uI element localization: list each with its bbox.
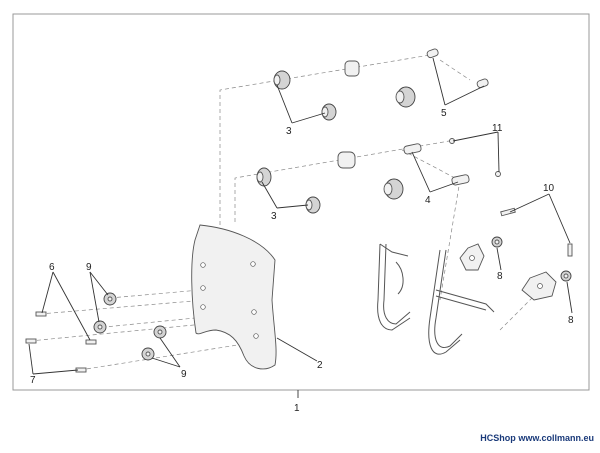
damper-upper-mid <box>321 103 337 121</box>
callout-9-upper: 9 <box>86 262 92 273</box>
assembly-frame <box>12 13 590 391</box>
damper-row2-right <box>383 178 404 200</box>
sleeve-4-upper <box>403 143 422 155</box>
screw-7-a <box>25 338 37 344</box>
shop-url: www.collmann.eu <box>518 433 594 443</box>
shop-name: HCShop <box>480 433 516 443</box>
callout-8-upper: 8 <box>497 271 503 282</box>
callout-4: 4 <box>425 195 431 206</box>
washer-11-b <box>495 171 501 177</box>
callout-11: 11 <box>492 123 503 134</box>
callout-1: 1 <box>294 403 300 414</box>
nut-8-upper <box>491 236 503 248</box>
damper-row2-left <box>256 167 272 187</box>
leader-lines <box>28 57 573 375</box>
callout-3-lower: 3 <box>271 211 277 222</box>
sleeve-5-upper <box>426 48 439 59</box>
mount-bracket-lower <box>521 271 557 301</box>
callout-9-lower: 9 <box>181 369 187 380</box>
callout-10: 10 <box>543 183 555 194</box>
damper-row2-mid <box>337 151 356 169</box>
washer-9-top <box>103 292 117 306</box>
nut-8-lower <box>560 270 572 282</box>
mount-bracket-upper <box>459 243 485 271</box>
washer-9-mid <box>153 325 167 339</box>
screw-6-b <box>85 339 97 345</box>
windscreen-holes <box>200 261 259 339</box>
damper-top-mid <box>344 60 360 77</box>
bolt-10-lower <box>567 243 573 257</box>
damper-top-right <box>395 86 416 108</box>
callout-5: 5 <box>441 108 447 119</box>
screw-6-a <box>35 311 47 317</box>
callout-2: 2 <box>317 360 323 371</box>
washer-9-bottom <box>141 347 155 361</box>
callout-7: 7 <box>30 375 36 386</box>
windscreen-part <box>191 224 277 370</box>
mounting-frame <box>377 243 495 355</box>
sleeve-5-lower <box>476 78 489 89</box>
washer-9-left <box>93 320 107 334</box>
callout-3-upper: 3 <box>286 126 292 137</box>
damper-top-left <box>273 70 291 90</box>
damper-row2-lower <box>305 196 321 214</box>
bolt-10-upper <box>500 207 516 217</box>
shop-watermark: HCShop www.collmann.eu <box>480 433 594 443</box>
assembly-guide-lines <box>29 54 541 371</box>
callout-8-lower: 8 <box>568 315 574 326</box>
callout-6: 6 <box>49 262 55 273</box>
